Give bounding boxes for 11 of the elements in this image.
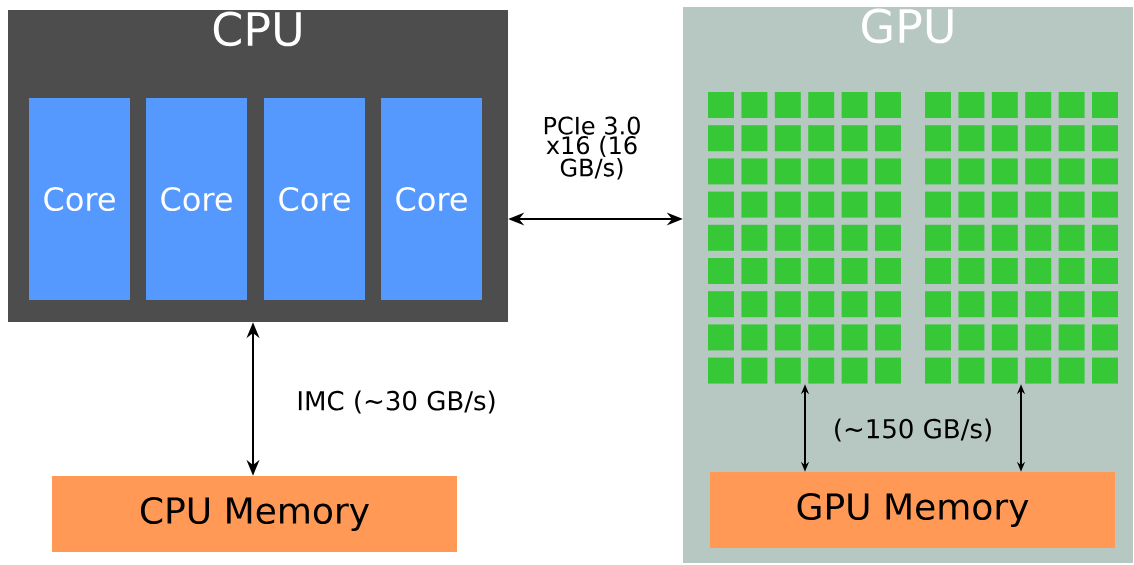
edge-label: IMC (~30 GB/s) [298, 390, 495, 414]
core-box: Core [29, 98, 130, 300]
core-box: Core [381, 98, 482, 300]
edge-label: (~150 GB/s) [835, 418, 991, 442]
core-grid-drawing [925, 92, 1118, 384]
edge-label: PCIe 3.0 x16 (16 GB/s) [544, 116, 640, 180]
memory-box: CPU Memory [52, 476, 457, 552]
core-grid-drawing [708, 92, 901, 384]
memory-box: GPU Memory [710, 472, 1115, 548]
core-box: Core [264, 98, 365, 300]
core-box: Core [146, 98, 247, 300]
